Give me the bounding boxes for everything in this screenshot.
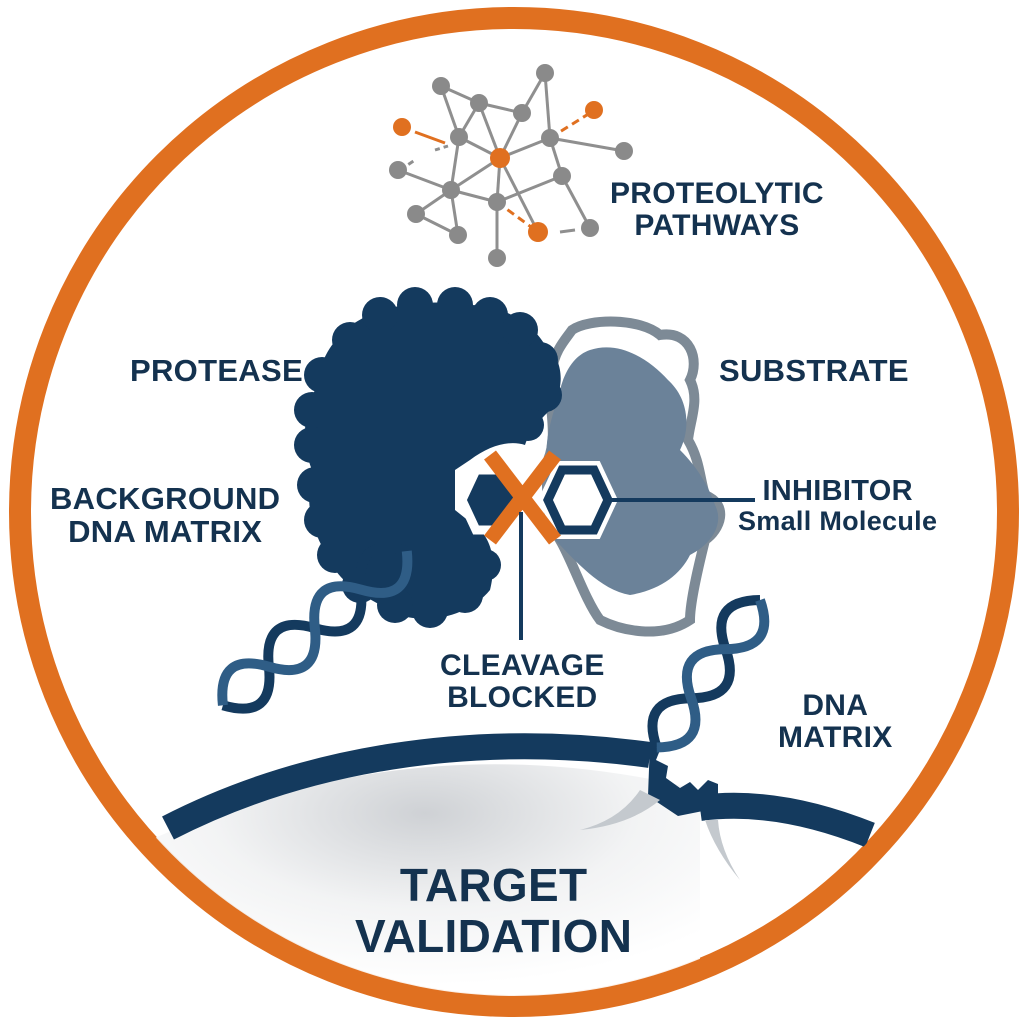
cleavage-label-line2: BLOCKED <box>447 681 598 715</box>
title-target-validation: TARGET VALIDATION <box>355 860 632 961</box>
proteolytic-pathways-label: PROTEOLYTIC PATHWAYS <box>610 177 824 243</box>
cleavage-blocked-label: CLEAVAGE BLOCKED <box>440 649 605 715</box>
dna-matrix-label: DNA MATRIX <box>778 689 893 755</box>
dna-matrix-line1: DNA <box>802 689 869 722</box>
dna-helix-icon <box>217 542 413 714</box>
outer-ring <box>9 7 1019 1017</box>
cleavage-label-line1: CLEAVAGE <box>440 649 605 682</box>
dna-helix-icon <box>647 595 770 753</box>
hexagon-molecule-icon <box>457 461 618 539</box>
background-dna-line2: DNA MATRIX <box>68 514 263 550</box>
background-dna-matrix-label: BACKGROUND DNA MATRIX <box>50 482 280 549</box>
proteolytic-label-line2: PATHWAYS <box>634 209 800 243</box>
inhibitor-label-line2: Small Molecule <box>738 506 938 537</box>
title-line2: VALIDATION <box>355 909 633 962</box>
protease-label-text: PROTEASE <box>130 353 303 388</box>
substrate-label-text: SUBSTRATE <box>719 353 909 388</box>
protease-blob-icon <box>294 287 562 628</box>
background-dna-line1: BACKGROUND <box>50 481 281 516</box>
protease-label: PROTEASE <box>130 353 303 388</box>
proteolytic-label-line1: PROTEOLYTIC <box>610 177 824 210</box>
x-mark-icon <box>484 450 561 545</box>
inhibitor-label-line1: INHIBITOR <box>762 475 913 507</box>
inhibitor-label: INHIBITOR Small Molecule <box>738 475 938 537</box>
title-line1: TARGET <box>399 859 588 911</box>
dna-matrix-line2: MATRIX <box>778 721 893 755</box>
network-nodes <box>389 64 633 267</box>
substrate-label: SUBSTRATE <box>719 353 909 388</box>
